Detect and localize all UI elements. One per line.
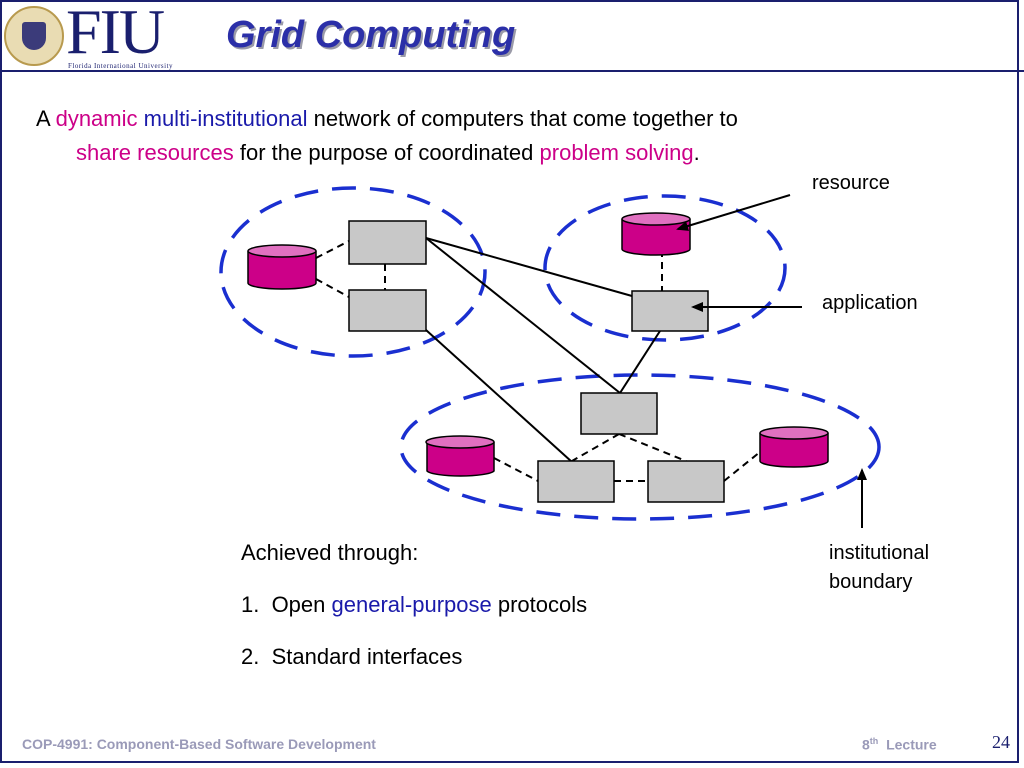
intro-multi-institutional: multi-institutional <box>143 106 308 131</box>
application-box <box>348 220 427 265</box>
label-institutional-boundary: institutional boundary <box>829 539 929 597</box>
boundary-right <box>543 194 787 342</box>
label-boundary-line1: institutional <box>829 542 930 564</box>
item1-prefix: 1. Open <box>241 592 332 617</box>
application-box <box>348 289 427 332</box>
page-number: 24 <box>992 732 1010 752</box>
dash-left-resource-top <box>315 240 350 259</box>
logo-text: FIU <box>66 0 165 67</box>
boundary-left <box>219 186 487 358</box>
dash-bottom-top-right <box>618 433 687 462</box>
application-box <box>647 460 725 503</box>
header-rule <box>0 70 1024 72</box>
university-seal-icon <box>4 6 64 66</box>
dash-left-resource-bottom <box>315 278 350 298</box>
achieved-item-2: 2. Standard interfaces <box>241 644 463 669</box>
link-right-app-to-bottom-app <box>619 330 661 394</box>
intro-paragraph: A dynamic multi-institutional network of… <box>36 102 976 170</box>
resource-cylinder <box>621 212 691 256</box>
intro-problem-solving: problem solving <box>539 140 694 165</box>
achieved-item-1: 1. Open general-purpose protocols <box>241 592 587 644</box>
link-left-bottom-to-bottom-app <box>425 329 573 463</box>
item1-suffix: protocols <box>491 592 588 617</box>
slide-title: Grid Computing <box>226 14 516 56</box>
resource-callout-arrow <box>676 194 791 231</box>
lecture-sup: th <box>869 736 879 746</box>
achieved-list: Achieved through: 1. Open general-purpos… <box>241 540 587 696</box>
lecture-word: Lecture <box>878 736 937 753</box>
intro-rest1: network of computers that come together … <box>307 106 738 131</box>
intro-rest2: for the purpose of coordinated <box>233 140 540 165</box>
link-left-top-to-right-app <box>425 237 633 297</box>
resource-cylinder <box>247 244 317 290</box>
intro-dynamic: dynamic <box>55 106 138 131</box>
resource-cylinder <box>425 435 495 477</box>
label-application: application <box>822 292 918 314</box>
application-box <box>580 392 658 435</box>
dash-bottom-top-left <box>571 433 620 462</box>
dash-bottom-left-resource <box>493 457 539 482</box>
item1-highlight: general-purpose <box>331 592 492 617</box>
footer-lecture: 8th Lecture <box>862 736 937 753</box>
intro-a: A <box>36 106 56 131</box>
application-box <box>537 460 615 503</box>
label-resource: resource <box>812 172 890 194</box>
intro-period: . <box>693 140 700 165</box>
boundary-bottom <box>399 373 881 521</box>
lecture-num: 8 <box>862 736 870 753</box>
intro-share-resources: share resources <box>76 140 234 165</box>
achieved-heading: Achieved through: <box>241 540 419 565</box>
link-left-top-to-bottom-app <box>425 237 621 394</box>
footer-course: COP-4991: Component-Based Software Devel… <box>22 736 376 752</box>
resource-cylinder <box>759 426 829 468</box>
application-box <box>631 290 709 332</box>
label-boundary-line2: boundary <box>829 571 913 593</box>
logo-subtitle: Florida International University <box>68 62 174 70</box>
dash-bottom-right-resource <box>723 451 761 482</box>
